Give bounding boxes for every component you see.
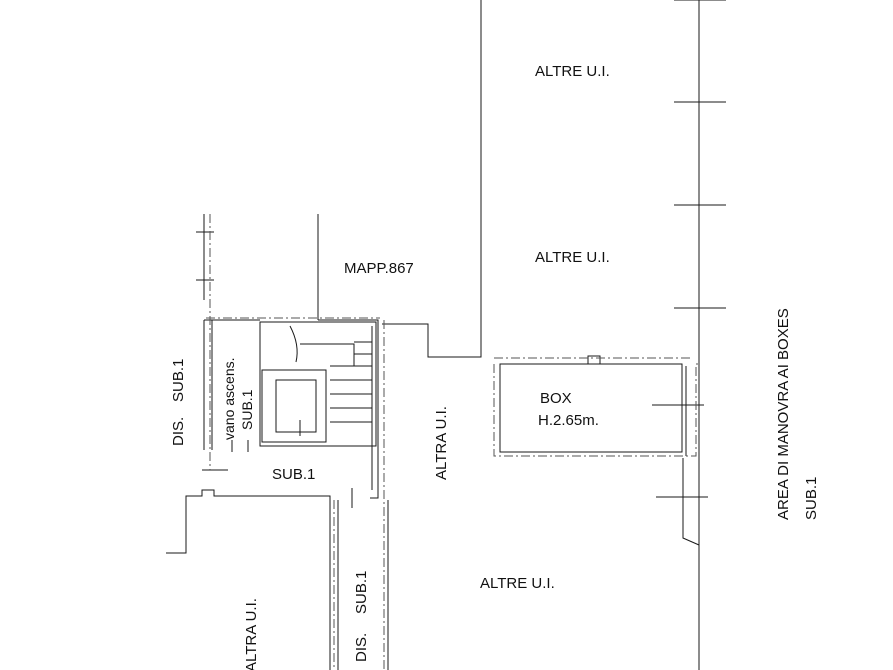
lift-shaft-inner — [275, 379, 317, 433]
corridor-wall — [166, 489, 331, 670]
stair-block — [318, 319, 379, 499]
label-altra-ui-bottom: ALTRA U.I. — [243, 598, 260, 670]
label-box-height: H.2.65m. — [538, 412, 599, 429]
label-box-title: BOX — [540, 390, 572, 407]
label-altra-ui-center: ALTRA U.I. — [433, 406, 450, 480]
walls — [166, 0, 726, 670]
label-altre-ui-top: ALTRE U.I. — [535, 63, 610, 80]
labels: ALTRE U.I. ALTRE U.I. MAPP.867 ALTRE U.I… — [170, 63, 820, 670]
label-sub1-left: SUB.1 — [170, 359, 187, 402]
label-vano-sub1: SUB.1 — [239, 389, 255, 430]
right-lower-wall — [682, 458, 700, 546]
stair-box — [259, 321, 377, 447]
lift-shaft-outer — [261, 369, 327, 443]
stair-rail — [300, 343, 355, 366]
label-dis-bottom: DIS. — [353, 633, 370, 662]
label-dis-left: DIS. — [170, 417, 187, 446]
label-area-sub1: SUB.1 — [803, 477, 820, 520]
stair-arc — [289, 325, 298, 363]
label-altre-ui-bottom: ALTRE U.I. — [480, 575, 555, 592]
box-garage — [499, 363, 683, 453]
label-mapp: MAPP.867 — [344, 260, 414, 277]
central-wall — [382, 0, 482, 358]
label-area-manovra: AREA DI MANOVRA AI BOXES — [775, 308, 792, 520]
label-sub1-bottom: SUB.1 — [353, 571, 370, 614]
label-altre-ui-middle: ALTRE U.I. — [535, 249, 610, 266]
box-boundary — [493, 363, 700, 457]
box-notch — [587, 355, 601, 365]
boundaries — [206, 214, 700, 670]
label-vano-ascens: vano ascens. — [221, 358, 237, 441]
label-sub1-center: SUB.1 — [272, 466, 315, 483]
